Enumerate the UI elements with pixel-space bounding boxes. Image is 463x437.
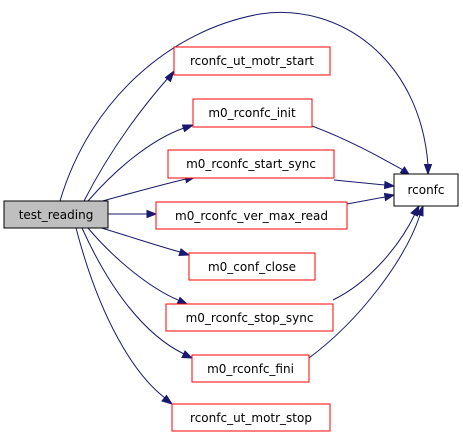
nodes: test_reading rconfc_ut_motr_start m0_rco… bbox=[3, 46, 459, 432]
node-box bbox=[165, 303, 334, 332]
node-box bbox=[192, 98, 313, 128]
edge-m0-rconfc-start-sync-to-rconfc bbox=[333, 179, 386, 186]
arrowhead bbox=[146, 209, 158, 219]
node-box bbox=[171, 403, 331, 432]
node-label: m0_rconfc_ver_max_read bbox=[175, 209, 328, 223]
arrowhead bbox=[181, 350, 194, 359]
node-label: test_reading bbox=[19, 208, 94, 222]
arrowhead bbox=[178, 248, 191, 257]
node-box bbox=[173, 46, 331, 76]
edge-test-reading-to-m0-rconfc-fini bbox=[81, 227, 185, 355]
arrowhead bbox=[415, 204, 424, 217]
arrowhead bbox=[383, 192, 396, 202]
arrowhead bbox=[176, 296, 189, 305]
node-box bbox=[155, 201, 348, 230]
node-label: m0_rconfc_stop_sync bbox=[186, 311, 314, 325]
arrowhead bbox=[423, 164, 433, 176]
node-m0-rconfc-init[interactable]: m0_rconfc_init bbox=[192, 98, 313, 128]
arrowhead bbox=[164, 69, 175, 83]
node-label: m0_rconfc_start_sync bbox=[186, 157, 316, 171]
arrowhead bbox=[181, 124, 195, 133]
edges bbox=[59, 12, 433, 405]
arrowhead bbox=[161, 394, 174, 405]
node-m0-rconfc-fini[interactable]: m0_rconfc_fini bbox=[191, 354, 310, 383]
edge-m0-rconfc-fini-to-rconfc bbox=[308, 214, 421, 359]
edge-test-reading-to-m0-conf-close bbox=[94, 225, 181, 253]
arrowhead bbox=[383, 180, 396, 190]
node-label: m0_rconfc_fini bbox=[207, 362, 294, 376]
node-box bbox=[167, 149, 335, 179]
edge-test-reading-to-rconfc-ut-motr-start bbox=[83, 77, 169, 202]
edge-test-reading-to-m0-rconfc-stop-sync bbox=[87, 227, 179, 301]
edge-test-reading-to-m0-rconfc-start-sync bbox=[94, 178, 187, 204]
node-test-reading[interactable]: test_reading bbox=[3, 200, 109, 229]
edge-test-reading-to-rconfc-ut-motr-stop bbox=[75, 227, 166, 399]
edge-test-reading-to-m0-rconfc-init bbox=[87, 127, 185, 202]
node-box bbox=[3, 200, 109, 229]
node-box bbox=[191, 354, 310, 383]
node-label: rconfc_ut_motr_start bbox=[190, 54, 314, 68]
node-rconfc-ut-motr-stop[interactable]: rconfc_ut_motr_stop bbox=[171, 403, 331, 432]
node-box bbox=[188, 252, 316, 281]
node-label: m0_rconfc_init bbox=[208, 106, 296, 120]
node-rconfc[interactable]: rconfc bbox=[393, 173, 459, 207]
node-label: rconfc_ut_motr_stop bbox=[190, 411, 312, 425]
edge-m0-rconfc-stop-sync-to-rconfc bbox=[332, 213, 416, 301]
node-box bbox=[393, 173, 459, 207]
edge-m0-rconfc-ver-max-read-to-rconfc bbox=[346, 196, 386, 205]
edge-test-reading-to-rconfc bbox=[59, 12, 429, 202]
node-label: m0_conf_close bbox=[208, 260, 296, 274]
node-m0-rconfc-ver-max-read[interactable]: m0_rconfc_ver_max_read bbox=[155, 201, 348, 230]
node-label: rconfc bbox=[407, 183, 444, 197]
node-rconfc-ut-motr-start[interactable]: rconfc_ut_motr_start bbox=[173, 46, 331, 76]
node-m0-rconfc-stop-sync[interactable]: m0_rconfc_stop_sync bbox=[165, 303, 334, 332]
edge-m0-rconfc-init-to-rconfc bbox=[311, 125, 404, 171]
node-m0-rconfc-start-sync[interactable]: m0_rconfc_start_sync bbox=[167, 149, 335, 179]
node-m0-conf-close[interactable]: m0_conf_close bbox=[188, 252, 316, 281]
